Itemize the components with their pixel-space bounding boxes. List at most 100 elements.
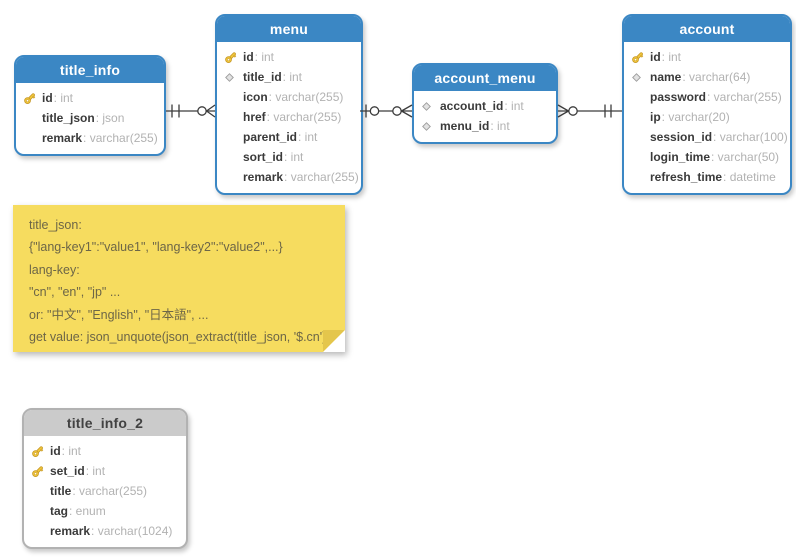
table-title: account_menu bbox=[434, 70, 536, 86]
note-line: {"lang-key1":"value1", "lang-key2":"valu… bbox=[29, 240, 283, 255]
field-name: ip bbox=[650, 110, 661, 124]
field-type: : varchar(255) bbox=[266, 110, 342, 124]
field-row[interactable]: login_time: varchar(50) bbox=[624, 147, 790, 167]
field-name: account_id bbox=[440, 99, 504, 113]
field-name: remark bbox=[42, 131, 83, 145]
field-name: parent_id bbox=[243, 130, 298, 144]
field-type: : datetime bbox=[723, 170, 776, 184]
note-line: lang-key: bbox=[29, 262, 80, 277]
field-type: : varchar(255) bbox=[284, 170, 359, 184]
table-header[interactable]: title_info_2 bbox=[24, 410, 186, 436]
field-type: : int bbox=[282, 70, 303, 84]
field-row[interactable]: title_id: int bbox=[217, 67, 361, 87]
field-row[interactable]: title_json: json bbox=[16, 108, 164, 128]
table-header[interactable]: menu bbox=[217, 16, 361, 42]
field-row[interactable]: tag: enum bbox=[24, 501, 186, 521]
field-row[interactable]: icon: varchar(255) bbox=[217, 87, 361, 107]
field-row[interactable]: account_id: int bbox=[414, 96, 556, 116]
field-row[interactable]: remark: varchar(255) bbox=[217, 167, 361, 187]
field-type: : varchar(1024) bbox=[91, 524, 173, 538]
field-row[interactable]: sort_id: int bbox=[217, 147, 361, 167]
field-type: : varchar(255) bbox=[268, 90, 344, 104]
primary-key-icon bbox=[23, 91, 42, 105]
field-row[interactable]: session_id: varchar(100) bbox=[624, 127, 790, 147]
field-row[interactable]: remark: varchar(1024) bbox=[24, 521, 186, 541]
field-name: title bbox=[50, 484, 72, 498]
table-header[interactable]: account bbox=[624, 16, 790, 42]
field-name: menu_id bbox=[440, 119, 490, 133]
index-icon bbox=[631, 72, 650, 83]
field-type: : int bbox=[254, 50, 275, 64]
table-title: title_info_2 bbox=[66, 415, 144, 431]
field-name: session_id bbox=[650, 130, 713, 144]
relationship-title-info-menu[interactable] bbox=[166, 104, 216, 118]
field-name: sort_id bbox=[243, 150, 284, 164]
relationship-menu-account-menu[interactable] bbox=[360, 104, 413, 118]
field-type: : enum bbox=[69, 504, 106, 518]
note-line: title_json: bbox=[29, 218, 82, 232]
field-row[interactable]: id: int bbox=[217, 47, 361, 67]
field-row[interactable]: password: varchar(255) bbox=[624, 87, 790, 107]
field-name: href bbox=[243, 110, 266, 124]
field-row[interactable]: id: int bbox=[24, 441, 186, 461]
field-name: refresh_time bbox=[650, 170, 723, 184]
field-row[interactable]: refresh_time: datetime bbox=[624, 167, 790, 187]
table-header[interactable]: account_menu bbox=[414, 65, 556, 91]
field-type: : json bbox=[95, 111, 125, 125]
field-type: : int bbox=[298, 130, 318, 144]
field-type: : int bbox=[490, 119, 510, 133]
table-title: title_info bbox=[59, 62, 121, 78]
sticky-note[interactable]: title_json: {"lang-key1":"value1", "lang-… bbox=[13, 205, 345, 352]
field-type: : varchar(255) bbox=[83, 131, 158, 145]
field-name: icon bbox=[243, 90, 268, 104]
field-name: login_time bbox=[650, 150, 711, 164]
table-header[interactable]: title_info bbox=[16, 57, 164, 83]
note-line: or: "中文", "English", "日本語", ... bbox=[29, 307, 209, 322]
table-title: account bbox=[679, 21, 735, 37]
primary-key-icon bbox=[31, 464, 50, 478]
primary-key-icon bbox=[224, 50, 243, 64]
primary-key-icon bbox=[31, 444, 50, 458]
field-type: : int bbox=[85, 464, 106, 478]
field-row[interactable]: set_id: int bbox=[24, 461, 186, 481]
field-row[interactable]: id: int bbox=[624, 47, 790, 67]
field-row[interactable]: ip: varchar(20) bbox=[624, 107, 790, 127]
field-name: title_id bbox=[243, 70, 282, 84]
field-name: name bbox=[650, 70, 682, 84]
field-row[interactable]: name: varchar(64) bbox=[624, 67, 790, 87]
relationship-account-menu-account[interactable] bbox=[557, 104, 622, 118]
field-type: : varchar(255) bbox=[72, 484, 148, 498]
field-type: : varchar(255) bbox=[707, 90, 782, 104]
field-name: id bbox=[650, 50, 661, 64]
field-row[interactable]: remark: varchar(255) bbox=[16, 128, 164, 148]
field-row[interactable]: parent_id: int bbox=[217, 127, 361, 147]
field-name: title_json bbox=[42, 111, 95, 125]
field-row[interactable]: title: varchar(255) bbox=[24, 481, 186, 501]
field-row[interactable]: menu_id: int bbox=[414, 116, 556, 136]
table-title: menu bbox=[269, 21, 309, 37]
field-name: id bbox=[50, 444, 61, 458]
field-name: id bbox=[42, 91, 53, 105]
field-type: : int bbox=[61, 444, 82, 458]
field-row[interactable]: href: varchar(255) bbox=[217, 107, 361, 127]
note-line: get value: json_unquote(json_extract(tit… bbox=[29, 330, 327, 345]
field-type: : varchar(50) bbox=[711, 150, 780, 164]
field-name: tag bbox=[50, 504, 68, 518]
index-icon bbox=[421, 121, 440, 132]
field-name: password bbox=[650, 90, 707, 104]
field-type: : varchar(100) bbox=[713, 130, 788, 144]
field-row[interactable]: id: int bbox=[16, 88, 164, 108]
field-type: : int bbox=[661, 50, 682, 64]
index-icon bbox=[224, 72, 243, 83]
field-type: : varchar(20) bbox=[661, 110, 730, 124]
